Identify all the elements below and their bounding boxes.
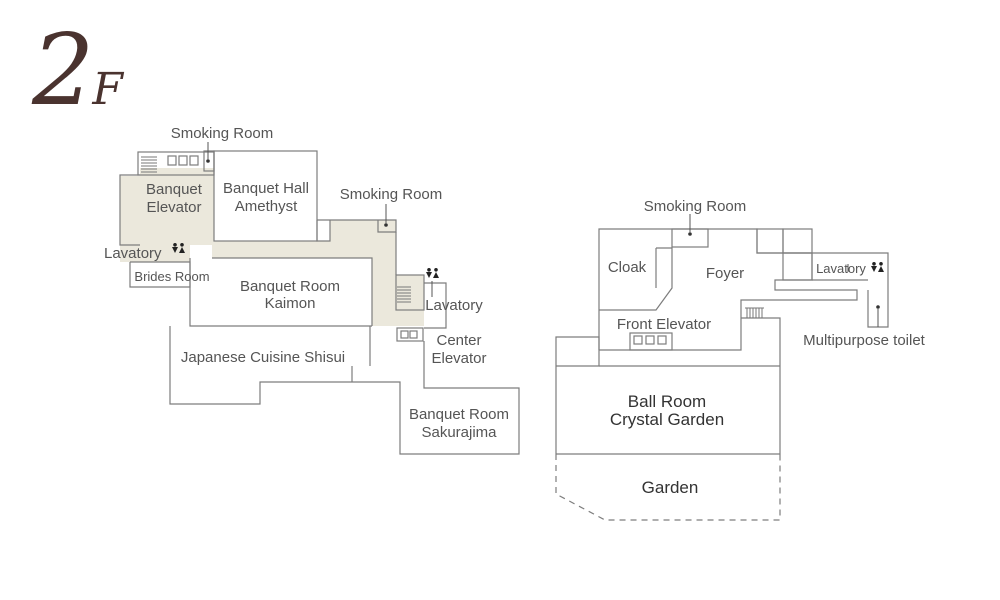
- smoking-room-marker-3: [688, 232, 692, 236]
- floor-number: 2: [32, 14, 95, 128]
- lavatory-center-icon: [426, 268, 439, 278]
- label-banquet-elevator-2: Elevator: [146, 199, 201, 216]
- label-banquet-hall-2: Amethyst: [235, 198, 298, 215]
- label-kaimon-1: Banquet Room: [240, 278, 340, 295]
- stairs-center: [397, 286, 411, 303]
- label-sakurajima-2: Sakurajima: [421, 424, 497, 441]
- label-banquet-hall-1: Banquet Hall: [223, 180, 309, 197]
- west-corridor: [120, 168, 424, 326]
- lavatory-east-icon: [871, 262, 884, 272]
- label-center-elevator-1: Center: [436, 332, 481, 349]
- floor-unit: F: [92, 64, 123, 115]
- smoking-room-marker-2: [384, 223, 388, 227]
- west-wing: [119, 142, 520, 455]
- label-ball-room-2: Crystal Garden: [610, 410, 724, 429]
- banquet-hall-amethyst-room[interactable]: [213, 150, 318, 242]
- label-lavatory-east: Lavatory: [816, 261, 866, 276]
- label-ball-room-1: Ball Room: [628, 392, 706, 411]
- label-center-elevator-2: Elevator: [431, 350, 486, 367]
- floor-title: 2F: [32, 22, 123, 120]
- stairs-banquet: [141, 156, 157, 173]
- label-smoking-room-1: Smoking Room: [171, 125, 274, 142]
- east-wing: [555, 214, 889, 521]
- label-brides-room: Brides Room: [134, 269, 209, 284]
- label-foyer: Foyer: [706, 265, 744, 282]
- label-smoking-room-2: Smoking Room: [340, 186, 443, 203]
- label-lavatory-center: Lavatory: [425, 297, 483, 314]
- label-front-elevator: Front Elevator: [617, 316, 711, 333]
- stairs-foyer: [745, 307, 764, 318]
- label-banquet-elevator-1: Banquet: [146, 181, 203, 198]
- label-garden: Garden: [642, 478, 699, 497]
- label-japanese-cuisine: Japanese Cuisine Shisui: [181, 349, 345, 366]
- label-multipurpose-toilet: Multipurpose toilet: [803, 332, 926, 349]
- smoking-room-marker-1: [206, 159, 210, 163]
- multipurpose-toilet-marker: [876, 305, 880, 309]
- label-smoking-room-3: Smoking Room: [644, 198, 747, 215]
- label-sakurajima-1: Banquet Room: [409, 406, 509, 423]
- label-cloak: Cloak: [608, 259, 647, 276]
- label-kaimon-2: Kaimon: [265, 295, 316, 312]
- label-lavatory-west: Lavatory: [104, 245, 162, 262]
- garden-outline: [555, 454, 781, 521]
